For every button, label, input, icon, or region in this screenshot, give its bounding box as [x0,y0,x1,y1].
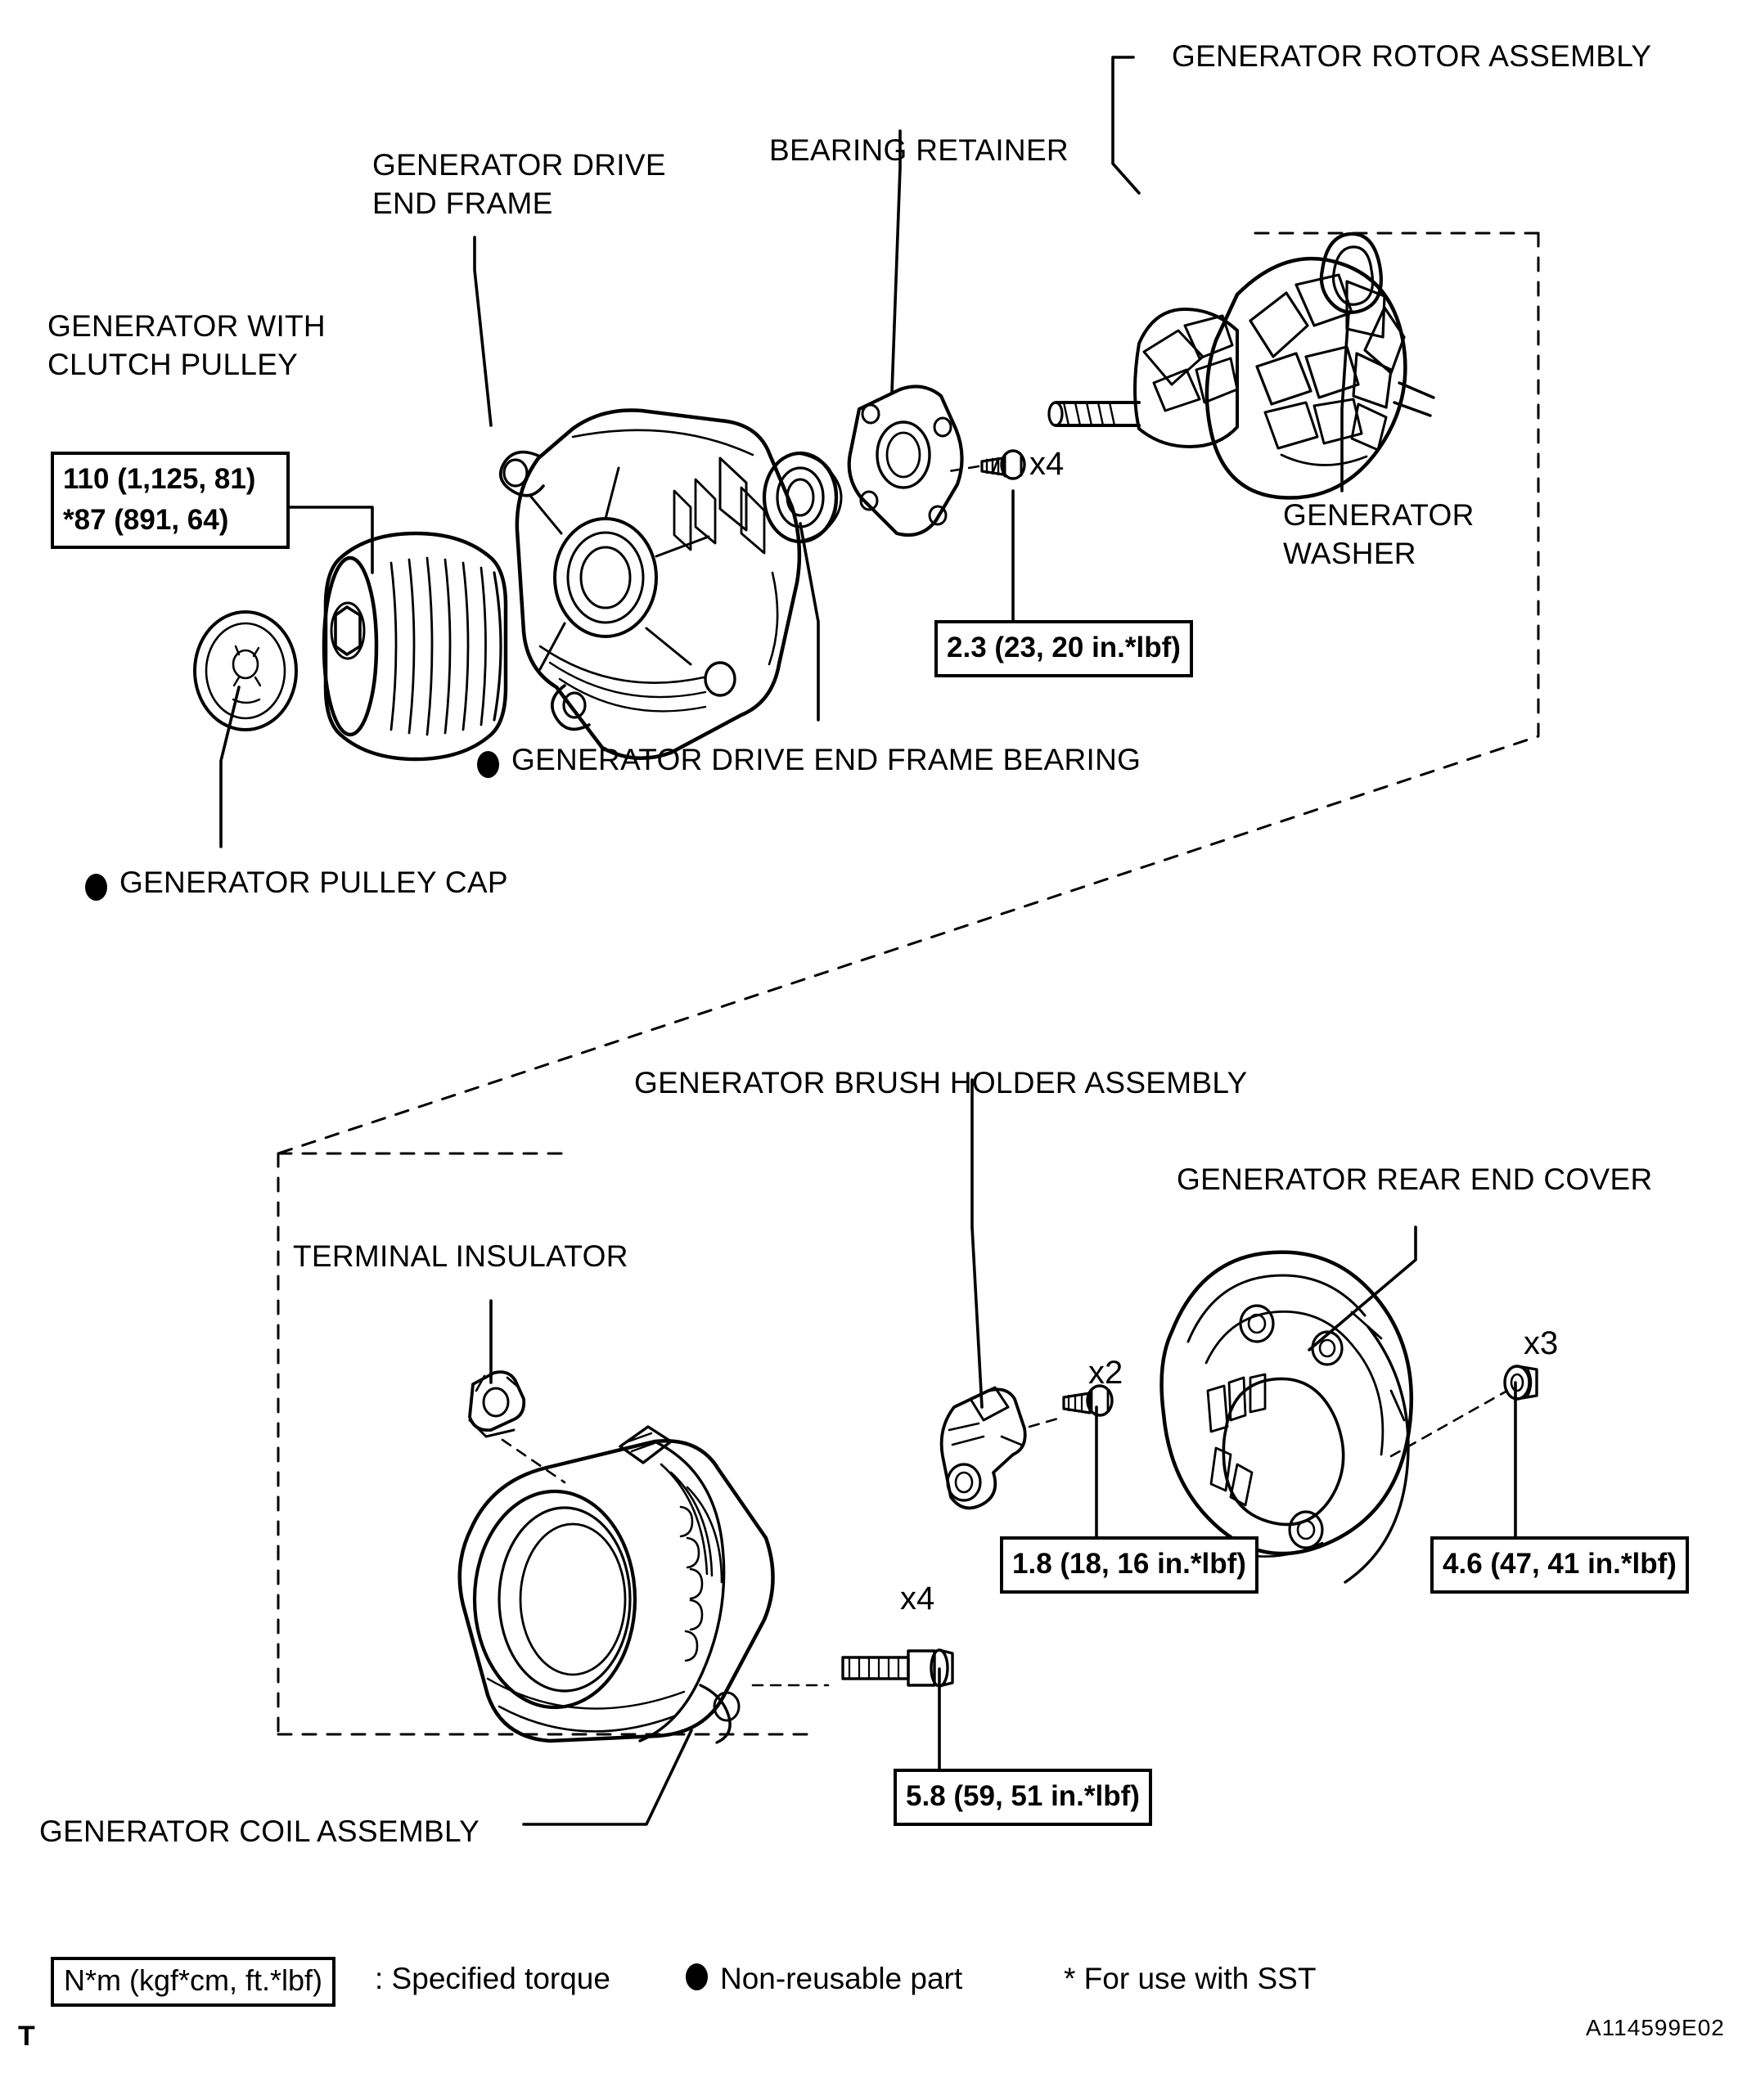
label-generator-rotor-assembly: GENERATOR ROTOR ASSEMBLY [1172,39,1652,73]
label-bearing-retainer: BEARING RETAINER [769,133,1069,167]
quantity-rear-cover-nuts: x3 [1524,1325,1559,1361]
legend-non-reusable-bullet [686,1963,708,1990]
torque-spec-bearing-retainer-screw: 2.3 (23, 20 in.*lbf) [934,620,1193,677]
label-generator-pulley-cap: GENERATOR PULLEY CAP [119,866,508,899]
label-generator-rear-end-cover: GENERATOR REAR END COVER [1177,1162,1653,1196]
legend-non-reusable-text: Non-reusable part [720,1962,963,1995]
label-generator-drive-end-frame-bearing: GENERATOR DRIVE END FRAME BEARING [511,743,1141,776]
legend-sst-note: * For use with SST [1064,1962,1317,1995]
torque-spec-brush-holder-screw: 1.8 (18, 16 in.*lbf) [1000,1536,1258,1594]
label-generator-coil-assembly: GENERATOR COIL ASSEMBLY [39,1814,480,1848]
label-generator-washer: GENERATOR WASHER [1283,498,1475,571]
quantity-through-bolts: x4 [900,1581,935,1617]
figure-id: A114599E02 [1586,2015,1725,2040]
label-generator-brush-holder-assembly: GENERATOR BRUSH HOLDER ASSEMBLY [634,1066,1248,1099]
legend-torque-box: N*m (kgf*cm, ft.*lbf) [51,1957,336,2007]
label-terminal-insulator: TERMINAL INSULATOR [293,1239,628,1273]
torque-spec-pulley: 110 (1,125, 81) *87 (891, 64) [51,452,290,550]
corner-mark: T [18,2021,35,2052]
torque-spec-coil-through-bolt: 5.8 (59, 51 in.*lbf) [894,1769,1152,1826]
quantity-retainer-screws: x4 [1029,446,1065,482]
torque-spec-rear-cover-nut: 4.6 (47, 41 in.*lbf) [1430,1536,1689,1594]
label-generator-with-clutch-pulley: GENERATOR WITH CLUTCH PULLEY [47,309,326,382]
label-generator-drive-end-frame: GENERATOR DRIVE END FRAME [372,148,666,221]
non-reusable-bullet-pulley-cap [85,874,107,901]
legend-torque-text: : Specified torque [375,1962,610,1995]
non-reusable-bullet-drive-end-frame-bearing [477,751,499,778]
quantity-brush-holder-screws: x2 [1088,1355,1123,1391]
